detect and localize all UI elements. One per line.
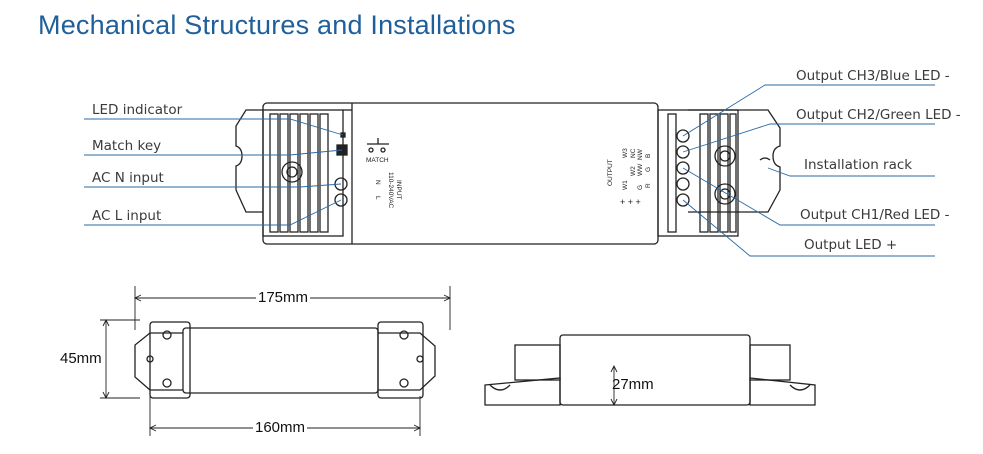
output-label: OUTPUT: [607, 159, 614, 186]
voltage-label: 110-240VAC: [387, 172, 394, 209]
out-nc: NC: [630, 148, 637, 158]
top-device-view: [235, 102, 781, 245]
out-nw: NW: [637, 148, 644, 160]
label-ac-l-input: AC L input: [92, 208, 162, 224]
label-led-indicator: LED indicator: [92, 102, 183, 118]
out-w3: W3: [622, 148, 629, 158]
dim-mount-length: 160mm: [253, 419, 308, 436]
out-b: B: [645, 154, 652, 158]
n-label: N: [374, 180, 381, 185]
out-g1: G: [645, 167, 652, 172]
page-title: Mechanical Structures and Installations: [38, 10, 516, 40]
label-match-key: Match key: [92, 138, 162, 154]
plus-signs: + + +: [620, 197, 641, 207]
dim-thickness: 27mm: [612, 376, 654, 393]
leader-lines: [84, 84, 935, 257]
label-ac-n-input: AC N input: [92, 170, 164, 186]
dim-height: 45mm: [60, 350, 102, 367]
front-device-view: [134, 321, 436, 399]
out-g2: G: [637, 185, 644, 190]
label-output-ch1: Output CH1/Red LED -: [800, 207, 950, 223]
label-installation-rack: Installation rack: [804, 157, 913, 173]
out-r: R: [645, 183, 652, 188]
label-output-led-plus: Output LED +: [804, 237, 898, 253]
match-label: MATCH: [366, 157, 389, 164]
label-output-ch2: Output CH2/Green LED -: [796, 107, 961, 123]
out-w2: W2: [630, 166, 637, 176]
dim-total-length: 175mm: [256, 289, 311, 306]
side-device-view: [484, 334, 816, 406]
thickness-dimension: [610, 364, 618, 407]
out-w1: W1: [622, 180, 629, 190]
label-output-ch3: Output CH3/Blue LED -: [796, 68, 950, 84]
l-label: L: [374, 196, 381, 200]
input-label: INPUT: [395, 180, 402, 200]
out-ww: WW: [637, 163, 644, 176]
